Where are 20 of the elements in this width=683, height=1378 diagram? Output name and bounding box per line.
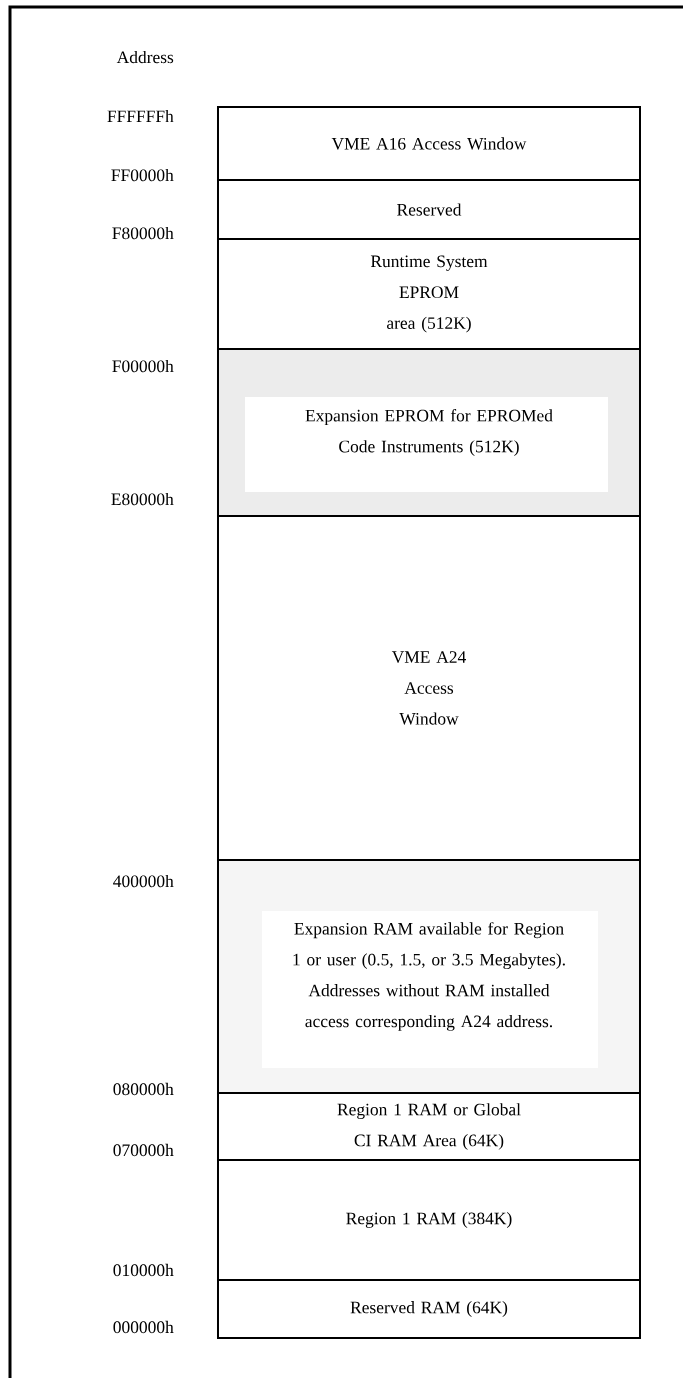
address-label: 070000h	[113, 1143, 174, 1157]
memory-segment: Region 1 RAM (384K)	[217, 1159, 641, 1281]
address-label: 080000h	[113, 1082, 174, 1096]
address-label: 000000h	[113, 1320, 174, 1334]
memory-segment: VME A24 Access Window	[217, 515, 641, 861]
memory-segment: Reserved	[217, 179, 641, 240]
memory-segment: Expansion EPROM for EPROMed Code Instruments (512K)	[217, 348, 641, 517]
memory-segment: Runtime System EPROM area (512K)	[217, 238, 641, 350]
memory-segment: VME A16 Access Window	[217, 106, 641, 181]
address-label: Address	[116, 50, 174, 64]
memory-segment: Expansion RAM available for Region 1 or user (0.5, 1.5, or 3.5 Megabytes). Addresses without RAM installed access corresponding A24 address.	[217, 859, 641, 1094]
address-label: FF0000h	[111, 168, 174, 182]
memory-segment: Reserved RAM (64K)	[217, 1279, 641, 1339]
address-label: 010000h	[113, 1263, 174, 1277]
address-label: 400000h	[113, 874, 174, 888]
address-label: F00000h	[112, 359, 174, 373]
address-label: E80000h	[111, 492, 174, 506]
address-label: FFFFFFh	[107, 109, 174, 123]
address-label: F80000h	[112, 226, 174, 240]
memory-segment: Region 1 RAM or Global CI RAM Area (64K)	[217, 1092, 641, 1161]
